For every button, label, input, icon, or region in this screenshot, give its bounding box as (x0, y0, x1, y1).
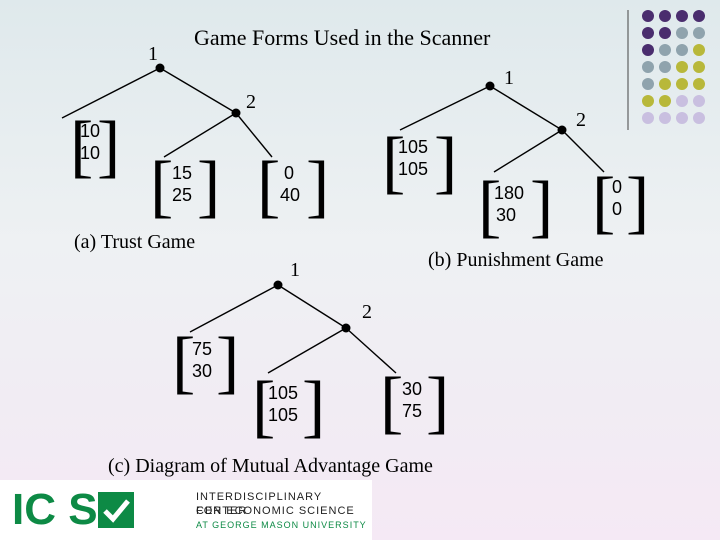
payoff-value: 40 (280, 185, 301, 205)
decorative-dot (659, 27, 671, 39)
node-label-a-1: 1 (148, 43, 158, 65)
payoff-value: 25 (172, 185, 193, 205)
edge-c-mid (267, 327, 347, 374)
decorative-dot (659, 95, 671, 107)
node-a-2 (231, 108, 241, 118)
page-title: Game Forms Used in the Scanner (194, 25, 491, 50)
logo-line-3: AT GEORGE MASON UNIVERSITY (196, 520, 367, 530)
edge-b-left (399, 85, 491, 131)
payoff-value: 0 (612, 177, 623, 197)
decorative-dot (642, 78, 654, 90)
payoff-value: 180 (494, 183, 525, 203)
decorative-dot (693, 112, 705, 124)
node-label-c-1: 1 (290, 259, 300, 281)
payoff-value: 75 (402, 401, 423, 421)
edge-a-right (235, 112, 273, 158)
decorative-dot (642, 112, 654, 124)
payoff-value: 105 (398, 137, 429, 157)
decorative-dot (676, 10, 688, 22)
node-label-c-2: 2 (362, 301, 372, 323)
edge-a-left (61, 67, 161, 119)
decorative-dot (642, 10, 654, 22)
node-c-2 (341, 323, 351, 333)
payoff-value: 0 (284, 163, 295, 183)
edge-a-mid (163, 112, 237, 158)
decorative-dot (693, 61, 705, 73)
logo-line-2: FOR ECONOMIC SCIENCE (196, 505, 355, 517)
decorative-dot (676, 95, 688, 107)
payoff-value: 75 (192, 339, 213, 359)
edge-c-right (345, 327, 397, 374)
decorative-dot (642, 27, 654, 39)
logo-line-1: INTERDISCIPLINARY CENTER (196, 491, 323, 517)
decorative-dot (693, 44, 705, 56)
caption-mutual-advantage-game: (c) Diagram of Mutual Advantage Game (108, 455, 433, 477)
caption-punishment-game: (b) Punishment Game (428, 249, 604, 271)
payoff-value: 30 (402, 379, 423, 399)
node-label-a-2: 2 (246, 91, 256, 113)
payoff-value: 0 (612, 199, 623, 219)
edge-b-mid (493, 129, 563, 173)
payoff-value: 105 (398, 159, 429, 179)
caption-trust-game: (a) Trust Game (74, 231, 196, 253)
decorative-dot (642, 95, 654, 107)
payoff-value: 30 (496, 205, 517, 225)
decorative-dot (693, 78, 705, 90)
edge-b-to-2 (489, 85, 563, 131)
decorative-dot (693, 10, 705, 22)
decorative-dot (642, 44, 654, 56)
node-b-1 (485, 81, 495, 91)
decorative-dot (693, 27, 705, 39)
decorative-dot (642, 61, 654, 73)
icesi-logo: IC S INTERDISCIPLINARY CENTER FOR ECONOM… (0, 480, 372, 540)
decorative-dot (659, 78, 671, 90)
node-label-b-1: 1 (504, 67, 514, 89)
decorative-dot (659, 112, 671, 124)
edge-a-to-2 (159, 67, 237, 114)
edge-c-left (189, 284, 279, 333)
payoff-value: 10 (80, 143, 101, 163)
decorative-dot (676, 61, 688, 73)
node-c-1 (273, 280, 283, 290)
payoff-value: 10 (80, 121, 101, 141)
decorative-dot (659, 61, 671, 73)
decorative-dot (659, 44, 671, 56)
payoff-value: 30 (192, 361, 213, 381)
payoff-value: 15 (172, 163, 193, 183)
edge-b-right (561, 129, 605, 173)
payoff-value: 105 (268, 405, 299, 425)
edge-c-to-2 (277, 284, 347, 329)
decorative-dot (676, 78, 688, 90)
node-b-2 (557, 125, 567, 135)
node-label-b-2: 2 (576, 109, 586, 131)
decorative-dot (659, 10, 671, 22)
decorative-dot (676, 112, 688, 124)
payoff-value: 105 (268, 383, 299, 403)
node-a-1 (155, 63, 165, 73)
decorative-dot (676, 27, 688, 39)
logo-wordmark: IC S (12, 485, 98, 534)
checkmark-icon (98, 492, 134, 528)
decorative-dot (693, 95, 705, 107)
decorative-dot (676, 44, 688, 56)
